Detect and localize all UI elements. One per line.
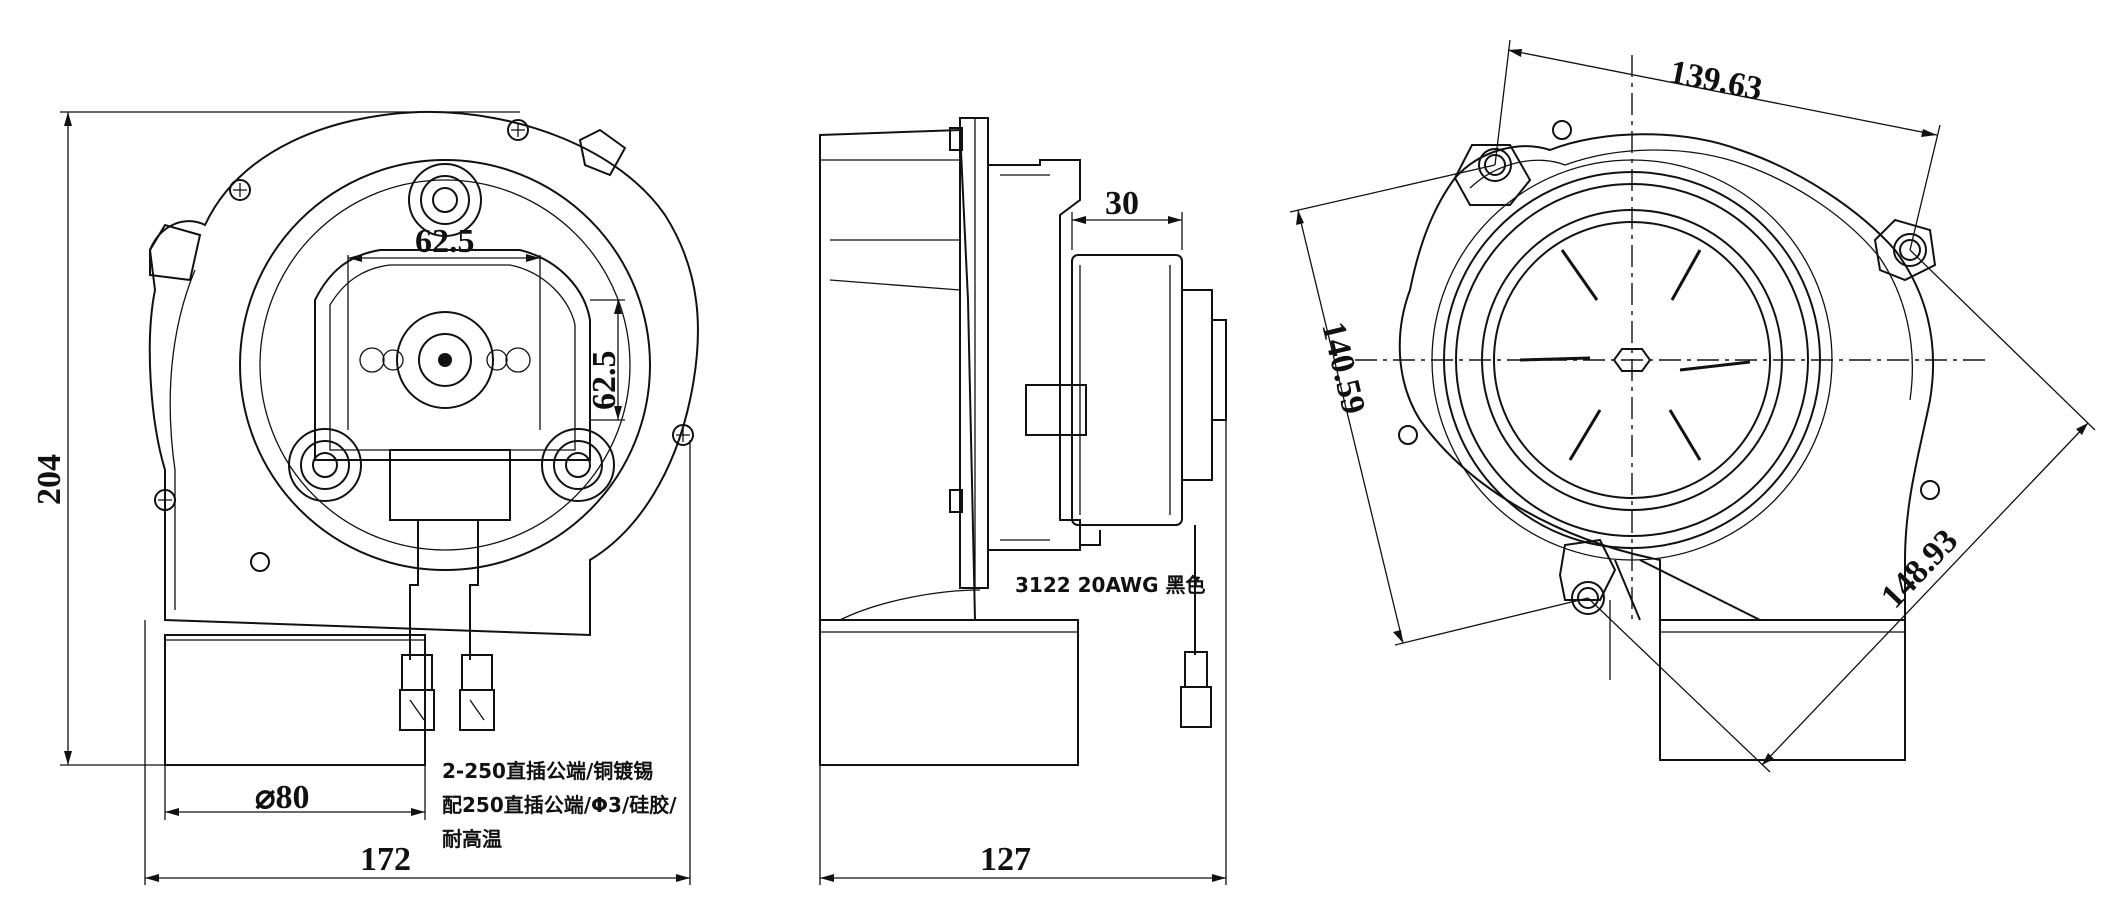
dim-mount-v-label: 62.5 (586, 351, 623, 411)
dim-hole-right-label: 148.93 (1874, 522, 1965, 615)
inlet-ring-outer (1443, 171, 1821, 549)
dim-outlet: ⌀80 (164, 765, 426, 820)
dim-width: 172 (144, 440, 691, 885)
dim-height: 204 (31, 111, 520, 766)
housing-screws (154, 119, 694, 572)
side-coil (1025, 384, 1087, 436)
side-view: 30 127 3122 20AWG 黑色 (819, 117, 1227, 885)
side-outlet (819, 619, 1079, 766)
impeller-housing-circle (239, 159, 651, 571)
rear-mount-hole-top (1453, 144, 1532, 206)
dim-mount-h-label: 62.5 (415, 223, 475, 260)
dim-mount-h: 62.5 (347, 223, 541, 430)
rear-view: 139.63 140.59 148.93 (1289, 39, 2096, 773)
dim-hole-top-label: 139.63 (1666, 54, 1765, 108)
dim-motor-width-label: 30 (1105, 185, 1139, 222)
dim-depth: 127 (819, 420, 1227, 885)
dim-width-label: 172 (360, 841, 411, 878)
rear-mount-hole-bottom (1558, 538, 1617, 615)
motor-can (1071, 254, 1183, 526)
dim-depth-label: 127 (980, 841, 1031, 878)
dim-height-label: 204 (31, 454, 68, 505)
rear-mount-hole-right (1873, 218, 1937, 282)
hub-hex (1612, 348, 1652, 372)
front-view: 62.5 62.5 204 ⌀80 (31, 110, 699, 885)
wire-note: 3122 20AWG 黑色 (1015, 573, 1205, 597)
motor-coil (389, 449, 511, 521)
side-terminal (1180, 651, 1212, 728)
impeller-blades (1519, 249, 1751, 461)
mount-boss-right (541, 428, 615, 502)
mount-boss-top (408, 163, 482, 237)
dim-outlet-label: ⌀80 (255, 779, 309, 816)
dim-hole-left: 140.59 (1289, 164, 1589, 646)
dim-hole-left-label: 140.59 (1314, 318, 1372, 418)
terminal-right (459, 654, 495, 731)
dim-motor-width: 30 (1071, 185, 1183, 250)
rear-outlet (1659, 619, 1906, 761)
motor-hub (396, 311, 494, 409)
dim-mount-v: 62.5 (586, 299, 625, 421)
terminal-note-line-3: 耐高温 (442, 827, 502, 851)
mount-flange (959, 117, 989, 589)
terminal-note-line-2: 配250直插公端/Φ3/硅胶/ (442, 793, 677, 817)
outlet-tube (164, 634, 426, 766)
mount-boss-left (288, 428, 362, 502)
terminal-note-line-1: 2-250直插公端/铜镀锡 (442, 759, 653, 783)
terminal-left (399, 654, 435, 731)
